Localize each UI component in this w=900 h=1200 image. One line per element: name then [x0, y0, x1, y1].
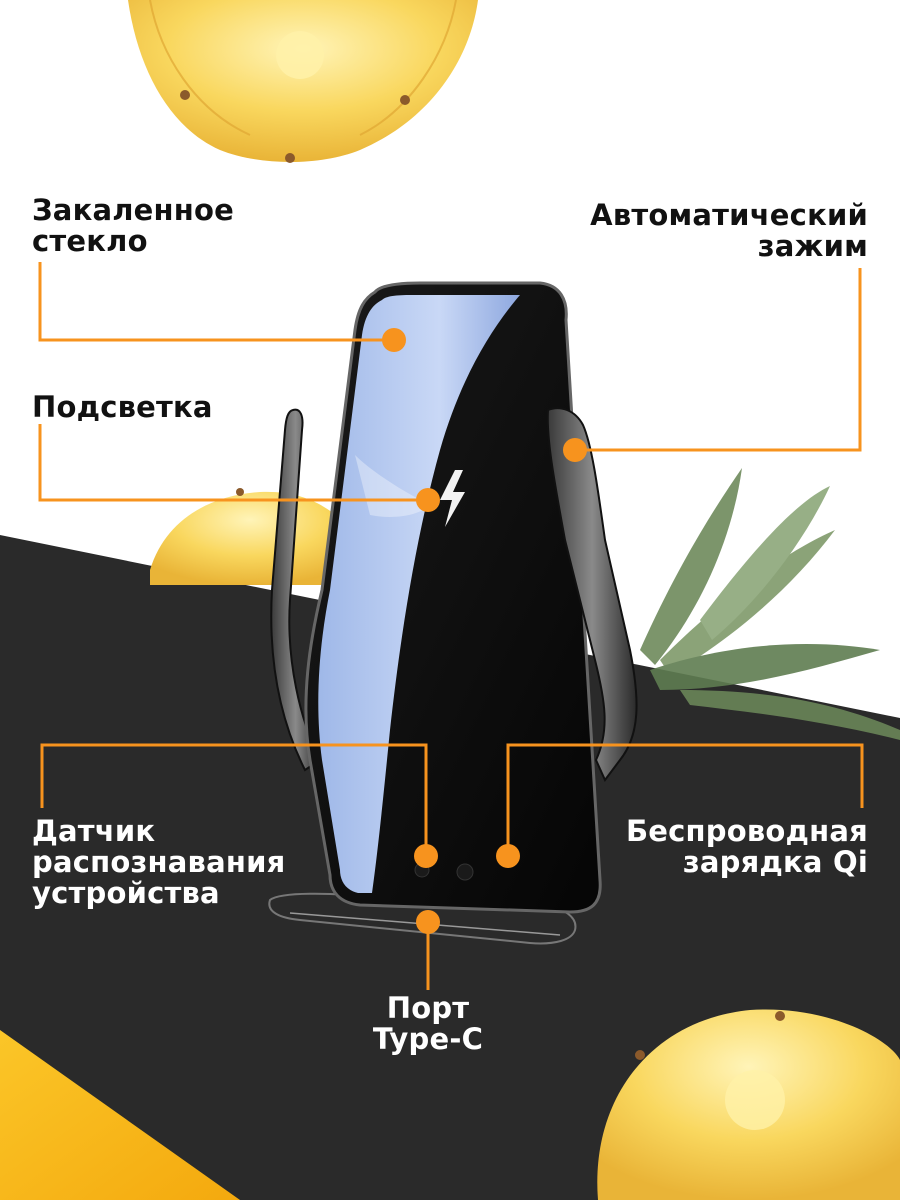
pineapple-slice-top	[128, 0, 478, 163]
pineapple-slice-bottom	[597, 1009, 900, 1200]
phone-holder-device	[268, 281, 638, 945]
callout-dot-port	[416, 910, 440, 934]
callout-line-sensor	[40, 743, 428, 856]
label-tempered-glass: Закаленное стекло	[32, 193, 234, 258]
callout-dot-backlight	[416, 488, 440, 512]
yellow-corner-accent	[0, 1030, 240, 1200]
label-sensor: Датчик распознавания устройства	[32, 814, 286, 910]
callout-dot-auto-clamp	[563, 438, 587, 462]
callout-line-auto-clamp	[575, 268, 862, 452]
label-auto-clamp: Автоматический зажим	[590, 198, 868, 263]
lightning-bolt-icon	[440, 470, 465, 527]
callout-dots	[382, 328, 587, 934]
callout-dot-wireless	[496, 844, 520, 868]
pineapple-slice-left	[150, 488, 350, 585]
callout-dot-tempered-glass	[382, 328, 406, 352]
label-wireless: Беспроводная зарядка Qi	[625, 814, 868, 879]
callout-line-backlight	[38, 424, 428, 502]
label-backlight: Подсветка	[32, 390, 213, 424]
pineapple-leaves	[640, 468, 900, 740]
callout-line-wireless	[506, 743, 864, 856]
callout-lines	[38, 262, 864, 990]
label-port: Порт Type-C	[372, 991, 484, 1056]
callout-dot-sensor	[414, 844, 438, 868]
callout-line-tempered-glass	[38, 262, 394, 342]
